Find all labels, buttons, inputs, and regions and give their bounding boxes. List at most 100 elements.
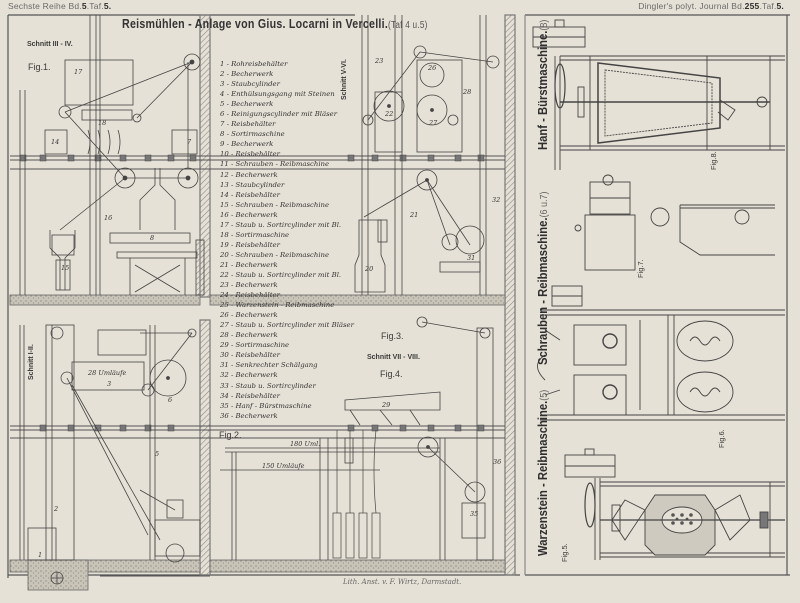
legend-item: 25 - Warzenstein - Reibmaschine <box>220 301 335 310</box>
legend-item: 22 - Staub u. Sortircylinder mit Bl. <box>220 270 342 279</box>
figure-label-4: Fig.4. <box>380 369 403 379</box>
volume-number: 5 <box>81 1 87 11</box>
plate-prefix: .Taf. <box>86 1 104 11</box>
part-number-14: 14 <box>51 138 60 146</box>
legend-item: 34 - Reisbehälter <box>220 391 280 400</box>
part-number-35: 35 <box>470 510 479 518</box>
machine-title-hanf: Hanf - Bürstmaschine.(8) <box>536 20 550 150</box>
journal-label: Dingler's polyt. Journal Bd. <box>638 1 745 11</box>
schrauben-name: Schrauben - Reibmaschine. <box>536 217 550 365</box>
legend-item: 5 - Becherwerk <box>220 100 274 109</box>
plate-header-right: Dingler's polyt. Journal Bd.255.Taf.5. <box>638 1 784 11</box>
fig5-warzenstein-machine <box>564 448 785 560</box>
figure-label-2: Fig.2. <box>219 430 242 440</box>
part-number-8: 8 <box>150 234 155 242</box>
fig8-hanf-machine <box>532 19 785 170</box>
part-number-15: 15 <box>61 264 70 272</box>
plate-number: 5. <box>103 1 112 11</box>
legend-item: 4 - Enthülsungsgang mit Steinen <box>220 90 335 99</box>
legend-item: 29 - Sortirmaschine <box>220 341 290 350</box>
legend-item: 1 - Rohreisbehälter <box>220 60 288 68</box>
figure-label-3: Fig.3. <box>381 331 404 341</box>
legend-item: 35 - Hanf - Bürstmaschine <box>220 401 312 410</box>
legend-item: 31 - Senkrechter Schälgang <box>220 361 318 370</box>
part-number-2: 2 <box>54 505 59 513</box>
floor-beams <box>10 155 505 439</box>
schrauben-ref: (6 u.7) <box>539 191 550 218</box>
legend-item: 13 - Staubcylinder <box>220 180 285 189</box>
part-number-16: 16 <box>104 214 113 222</box>
part-number-23: 23 <box>375 57 384 65</box>
part-number-20: 20 <box>365 265 374 273</box>
lithographer-imprint: Lith. Anst. v. F. Wirtz, Darmstadt. <box>343 578 462 586</box>
warzen-name: Warzenstein - Reibmaschine. <box>536 400 550 556</box>
legend-item: 26 - Becherwerk <box>220 311 278 320</box>
fig4-machinery <box>220 316 494 561</box>
title-reference: (Taf 4 u.5) <box>388 20 428 31</box>
legend-item: 12 - Becherwerk <box>220 170 278 179</box>
legend-item: 28 - Becherwerk <box>220 331 278 340</box>
section-label-1-2: Schnitt I-II. <box>28 344 35 380</box>
legend-item: 6 - Reinigungscylinder mit Bläser <box>220 110 337 119</box>
part-number-17: 17 <box>74 68 83 76</box>
part-number-32: 32 <box>492 196 501 204</box>
figure-label-8: Fig.8. <box>709 151 718 170</box>
legend-item: 33 - Staub u. Sortircylinder <box>220 381 316 390</box>
legend-item: 30 - Reisbehälter <box>220 351 280 360</box>
part-number-31: 31 <box>467 254 476 262</box>
section-label-3-4: Schnitt III - IV. <box>27 41 73 48</box>
part-number-5: 5 <box>155 450 160 458</box>
part-number-3: 3 <box>107 380 112 388</box>
fig3-machinery <box>354 15 500 295</box>
legend-item: 16 - Becherwerk <box>220 210 278 219</box>
part-number-7: 7 <box>187 138 192 146</box>
figure-label-1: Fig.1. <box>28 62 51 72</box>
legend-item: 7 - Reisbehälter <box>220 120 276 129</box>
legend-item: 9 - Becherwerk <box>220 140 274 149</box>
part-number-29: 29 <box>382 401 391 409</box>
figure-label-5: Fig.5. <box>560 543 569 562</box>
legend-item: 2 - Becherwerk <box>220 70 274 79</box>
series-label: Sechste Reihe Bd. <box>8 1 82 11</box>
part-number-6: 6 <box>168 396 173 404</box>
title-main: Reismühlen - Anlage von Gius. Locarni in… <box>122 16 389 31</box>
part-number-22: 22 <box>385 110 394 118</box>
machine-title-warzen: Warzenstein - Reibmaschine.(5) <box>536 390 550 556</box>
hanf-name: Hanf - Bürstmaschine. <box>536 30 550 151</box>
speed-label-150: 150 Umläufe <box>262 462 305 470</box>
legend-item: 23 - Becherwerk <box>220 281 278 290</box>
journal-volume: 255 <box>744 1 760 11</box>
plate-number: 5. <box>776 1 784 11</box>
foundation-ground <box>9 294 506 591</box>
part-number-21: 21 <box>410 211 419 219</box>
legend-item: 19 - Reisbehälter <box>220 240 280 249</box>
legend-item: 32 - Becherwerk <box>220 371 278 380</box>
legend-item: 14 - Reisbehälter <box>220 190 280 199</box>
plate-title: Reismühlen - Anlage von Gius. Locarni in… <box>122 16 428 31</box>
legend-item: 11 - Schrauben - Reibmaschine <box>220 160 330 169</box>
warzen-ref: (5) <box>539 389 550 401</box>
fig2-machinery <box>19 324 201 585</box>
speed-label-28: 28 Umläufe <box>88 369 127 377</box>
legend-item: 17 - Staub u. Sortircylinder mit Bl. <box>220 220 342 229</box>
legend-item: 27 - Staub u. Sortircylinder mit Bläser <box>220 321 354 330</box>
part-number-27: 27 <box>429 119 438 127</box>
fig6-7-schrauben-machine <box>537 174 785 421</box>
machine-title-schrauben: Schrauben - Reibmaschine.(6 u.7) <box>536 191 550 365</box>
beam-sections <box>19 154 485 432</box>
legend-item: 20 - Schrauben - Reibmaschine <box>220 250 330 259</box>
plate-header-left: Sechste Reihe Bd.5.Taf.5. <box>8 1 111 11</box>
legend-item: 3 - Staubcylinder <box>220 80 280 89</box>
figure-label-6: Fig.6. <box>717 429 726 448</box>
part-number-26: 26 <box>428 64 437 72</box>
right-panel-frame <box>524 14 790 576</box>
legend-item: 18 - Sortirmaschine <box>220 230 290 239</box>
part-number-1: 1 <box>38 551 43 559</box>
part-number-36: 36 <box>493 458 502 466</box>
legend-item: 36 - Becherwerk <box>220 411 278 420</box>
part-number-28: 28 <box>463 88 472 96</box>
part-number-18: 18 <box>98 119 107 127</box>
legend-item: 24 - Reisbehälter <box>220 291 280 300</box>
section-label-7-8: Schnitt VII - VIII. <box>367 354 420 361</box>
